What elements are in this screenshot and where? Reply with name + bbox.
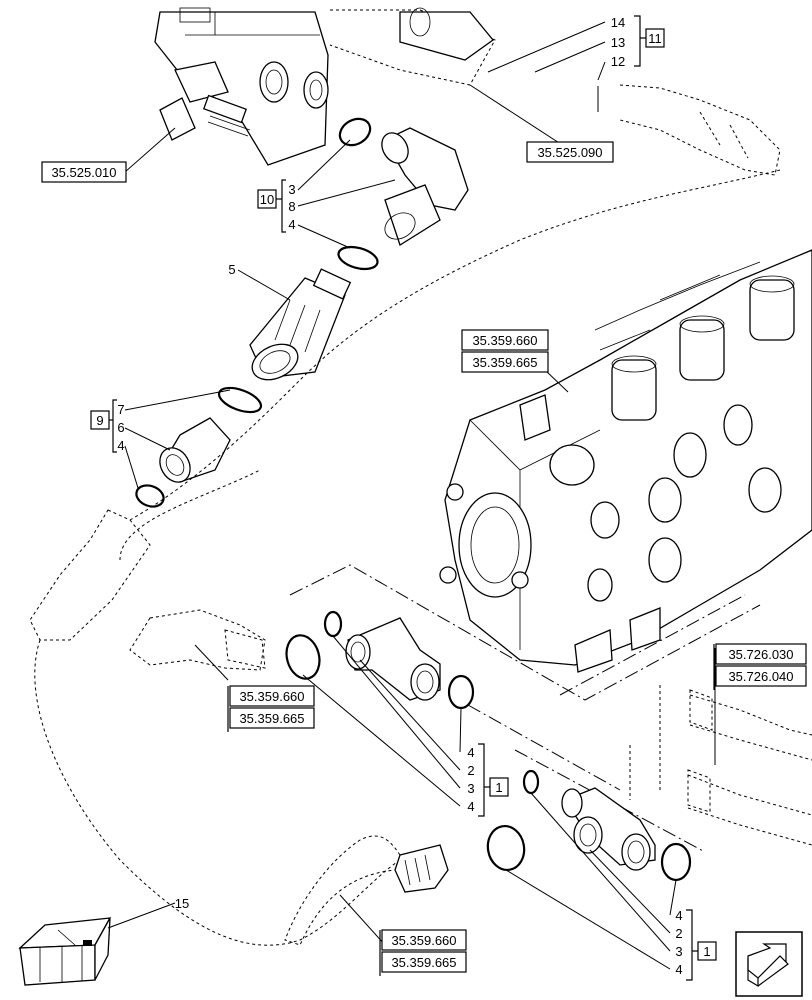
callout-3-low: 3 [675,944,682,959]
ref-pair-upper-right[interactable]: 35.359.660 35.359.665 [461,329,549,373]
hose-left [29,169,781,946]
callout-5: 5 [228,262,235,277]
svg-text:10: 10 [260,192,274,207]
svg-text:35.525.090: 35.525.090 [537,145,602,160]
valve-block-top-left [154,7,329,166]
callout-4-upper: 4 [288,217,295,232]
group-10: 10 [257,179,286,233]
svg-text:35.359.660: 35.359.660 [391,933,456,948]
elbow-fitting-8 [337,117,469,271]
svg-text:35.726.030: 35.726.030 [728,647,793,662]
svg-text:35.359.665: 35.359.665 [391,955,456,970]
callout-4-low-b: 4 [675,962,682,977]
callout-13: 13 [611,35,625,50]
leader-lines [107,21,716,970]
svg-text:35.726.040: 35.726.040 [728,669,793,684]
group-9: 9 [90,399,117,453]
svg-text:35.359.660: 35.359.660 [472,333,537,348]
adapter-6 [135,386,263,508]
callout-12: 12 [611,54,625,69]
valve-area-boundary [289,564,761,853]
ref-35-525-010[interactable]: 35.525.010 [41,161,127,183]
svg-text:35.359.660: 35.359.660 [239,689,304,704]
hose-bottom [284,835,449,946]
group-1-bottom: 1 [686,909,717,981]
hose-middle [129,609,266,671]
ref-pair-right[interactable]: 35.726.030 35.726.040 [713,643,807,690]
callout-4-left: 4 [117,438,124,453]
callout-8: 8 [288,199,295,214]
ref-pair-bottom[interactable]: 35.359.660 35.359.665 [379,929,467,976]
svg-text:35.359.665: 35.359.665 [472,355,537,370]
callout-7: 7 [117,402,124,417]
svg-text:11: 11 [648,31,662,46]
svg-text:35.359.665: 35.359.665 [239,711,304,726]
hose-top-right [329,7,781,176]
group-11: 11 [634,15,665,67]
callout-4-low-a: 4 [675,908,682,923]
callout-3-mid: 3 [467,781,474,796]
kit-box-icon [18,917,112,986]
callout-4-mid-a: 4 [467,745,474,760]
svg-text:1: 1 [703,944,710,959]
callout-6: 6 [117,420,124,435]
callout-4-mid-b: 4 [467,799,474,814]
group-1-middle: 1 [478,743,509,817]
svg-text:1: 1 [495,780,502,795]
hoses-right-edge [629,685,812,846]
callout-2-low: 2 [675,926,682,941]
ref-35-525-090[interactable]: 35.525.090 [526,141,614,163]
tee-fitting-2b [486,769,692,882]
control-valve-assembly [439,249,812,673]
callout-2-mid: 2 [467,763,474,778]
filter-5 [249,268,352,381]
callout-14: 14 [611,15,625,30]
svg-text:9: 9 [96,413,103,428]
tee-fitting-2a [285,610,475,710]
callout-numbers: 14 13 12 3 8 4 5 7 6 4 4 2 3 4 4 2 3 4 1… [117,15,682,977]
callout-3-upper: 3 [288,182,295,197]
next-page-arrow-icon[interactable] [735,931,803,997]
svg-text:35.525.010: 35.525.010 [51,165,116,180]
callout-15: 15 [175,896,189,911]
ref-pair-middle-left[interactable]: 35.359.660 35.359.665 [227,685,315,732]
